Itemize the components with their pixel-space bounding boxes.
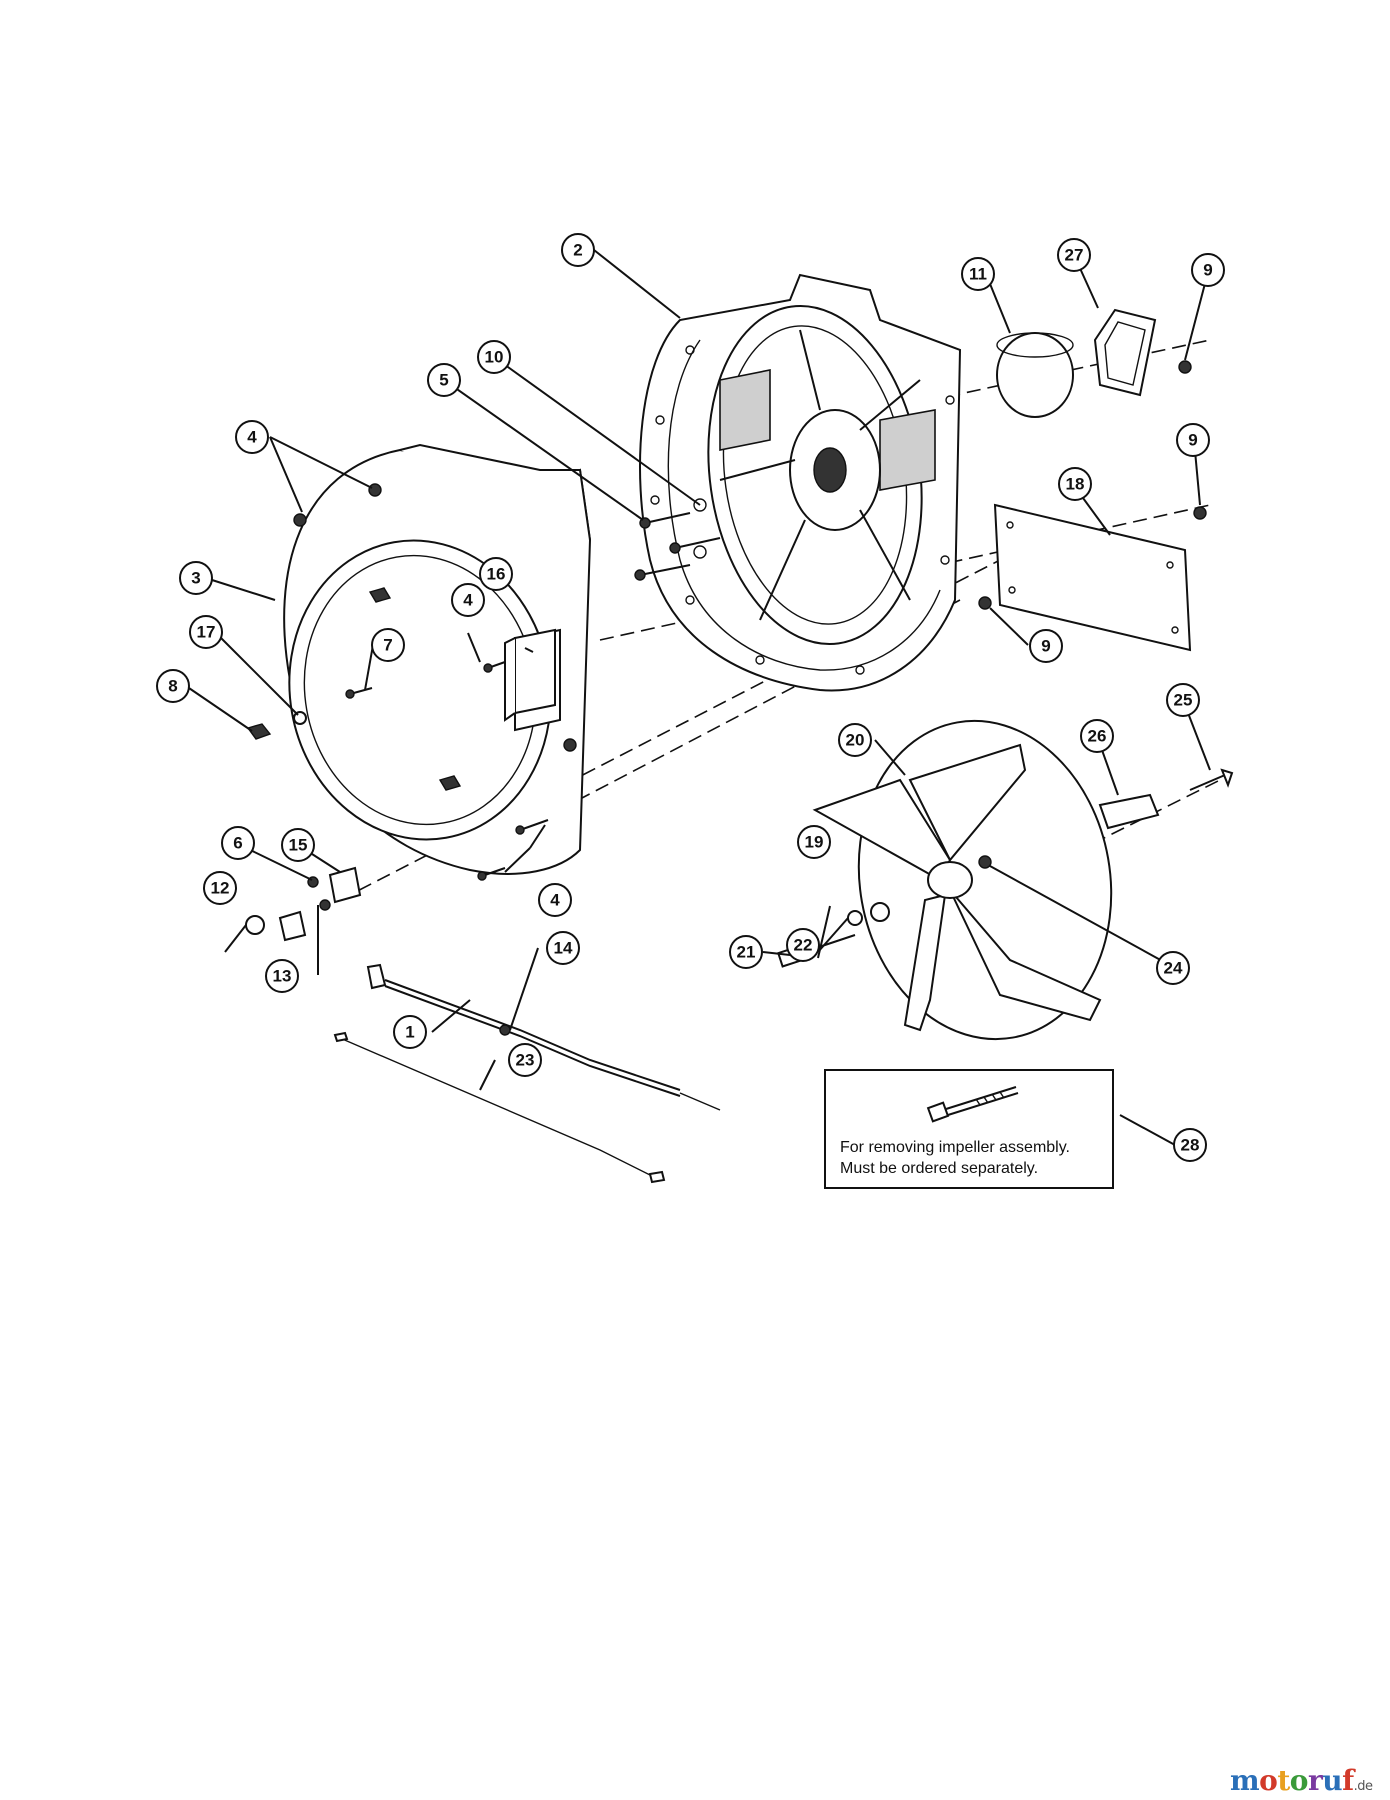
svg-text:21: 21: [737, 943, 756, 962]
logo-letter: u: [1322, 1764, 1343, 1797]
svg-text:25: 25: [1174, 691, 1193, 710]
ring-part-11: [996, 332, 1074, 418]
svg-text:1: 1: [405, 1023, 414, 1042]
motoruf-logo: motoruf.de: [1230, 1764, 1373, 1797]
callout-26: 26: [1080, 719, 1114, 753]
callout-25: 25: [1166, 683, 1200, 717]
svg-text:2: 2: [573, 241, 582, 260]
svg-text:9: 9: [1203, 261, 1212, 280]
callout-19: 19: [797, 825, 831, 859]
callout-12: 12: [203, 871, 237, 905]
callout-22: 22: [786, 928, 820, 962]
callout-10: 10: [477, 340, 511, 374]
svg-text:14: 14: [554, 939, 573, 958]
callouts: 1 2 3 4 4 4 5 6 7 8 9 9 9 10 11 12 13 14…: [156, 233, 1225, 1162]
svg-text:6: 6: [233, 834, 242, 853]
svg-text:4: 4: [247, 428, 257, 447]
callout-13: 13: [265, 959, 299, 993]
callout-23: 23: [508, 1043, 542, 1077]
fan-housing-part: [639, 273, 962, 692]
svg-text:17: 17: [197, 623, 216, 642]
svg-text:10: 10: [485, 348, 504, 367]
cover-fasteners: [246, 661, 549, 881]
wire-lead-part-23: [333, 1031, 666, 1184]
callout-4c: 4: [538, 883, 572, 917]
screw-part-25: [1189, 768, 1234, 791]
gasket-part-27: [1093, 308, 1157, 397]
note-line-2: Must be ordered separately.: [840, 1160, 1039, 1177]
callout-17: 17: [189, 615, 223, 649]
bracket-part-16: [504, 628, 556, 722]
callout-1: 1: [393, 1015, 427, 1049]
logo-letter: o: [1259, 1764, 1278, 1797]
svg-text:7: 7: [383, 636, 392, 655]
impeller-part-20: [812, 719, 1113, 1041]
callout-5: 5: [427, 363, 461, 397]
callout-18: 18: [1058, 467, 1092, 501]
housing-cover-part: [283, 443, 592, 875]
motoruf-logo-text: motoruf: [1230, 1764, 1354, 1797]
svg-text:4: 4: [550, 891, 560, 910]
svg-text:27: 27: [1065, 246, 1084, 265]
callout-27: 27: [1057, 238, 1091, 272]
logo-letter: f: [1342, 1764, 1354, 1797]
callout-4b: 4: [451, 583, 485, 617]
logo-letter: m: [1230, 1764, 1260, 1797]
svg-text:24: 24: [1164, 959, 1183, 978]
plate-part-18: [993, 503, 1192, 652]
callout-28: 28: [1173, 1128, 1207, 1162]
callout-11: 11: [961, 257, 995, 291]
blade-part-26: [1098, 793, 1160, 830]
svg-text:23: 23: [516, 1051, 535, 1070]
callout-2: 2: [561, 233, 595, 267]
impeller-removal-note-box: For removing impeller assembly. Must be …: [824, 1069, 1114, 1189]
callout-9c: 9: [1029, 629, 1063, 663]
svg-text:12: 12: [211, 879, 230, 898]
svg-text:18: 18: [1066, 475, 1085, 494]
logo-letter: t: [1277, 1764, 1290, 1797]
svg-text:11: 11: [969, 265, 987, 284]
svg-text:26: 26: [1088, 727, 1107, 746]
note-line-1: For removing impeller assembly.: [840, 1139, 1070, 1156]
svg-text:3: 3: [191, 569, 200, 588]
callout-20: 20: [838, 723, 872, 757]
motoruf-logo-suffix: .de: [1353, 1779, 1373, 1794]
bolts-part-5-10: [634, 498, 721, 581]
svg-text:16: 16: [487, 565, 506, 584]
svg-text:22: 22: [794, 936, 813, 955]
svg-text:9: 9: [1041, 637, 1050, 656]
svg-text:19: 19: [805, 833, 824, 852]
removal-bolt-icon: [926, 1086, 1019, 1123]
callout-21: 21: [729, 935, 763, 969]
switch-assembly-parts: [245, 866, 362, 942]
svg-text:13: 13: [273, 967, 292, 986]
logo-letter: o: [1289, 1764, 1309, 1797]
callout-6: 6: [221, 826, 255, 860]
callout-24: 24: [1156, 951, 1190, 985]
logo-letter: r: [1307, 1764, 1323, 1797]
svg-text:28: 28: [1181, 1136, 1200, 1155]
nuts-part-9: [978, 360, 1207, 610]
callout-7: 7: [371, 628, 405, 662]
svg-text:4: 4: [463, 591, 473, 610]
svg-text:8: 8: [168, 677, 177, 696]
callout-3: 3: [179, 561, 213, 595]
callout-16: 16: [479, 557, 513, 591]
svg-text:9: 9: [1188, 431, 1197, 450]
callout-14: 14: [546, 931, 580, 965]
svg-text:20: 20: [846, 731, 865, 750]
callout-15: 15: [281, 828, 315, 862]
callout-9a: 9: [1191, 253, 1225, 287]
callout-9b: 9: [1176, 423, 1210, 457]
svg-text:15: 15: [289, 836, 308, 855]
callout-4a: 4: [235, 420, 269, 454]
svg-text:5: 5: [439, 371, 448, 390]
callout-8: 8: [156, 669, 190, 703]
leader-lines: [185, 249, 1211, 1146]
